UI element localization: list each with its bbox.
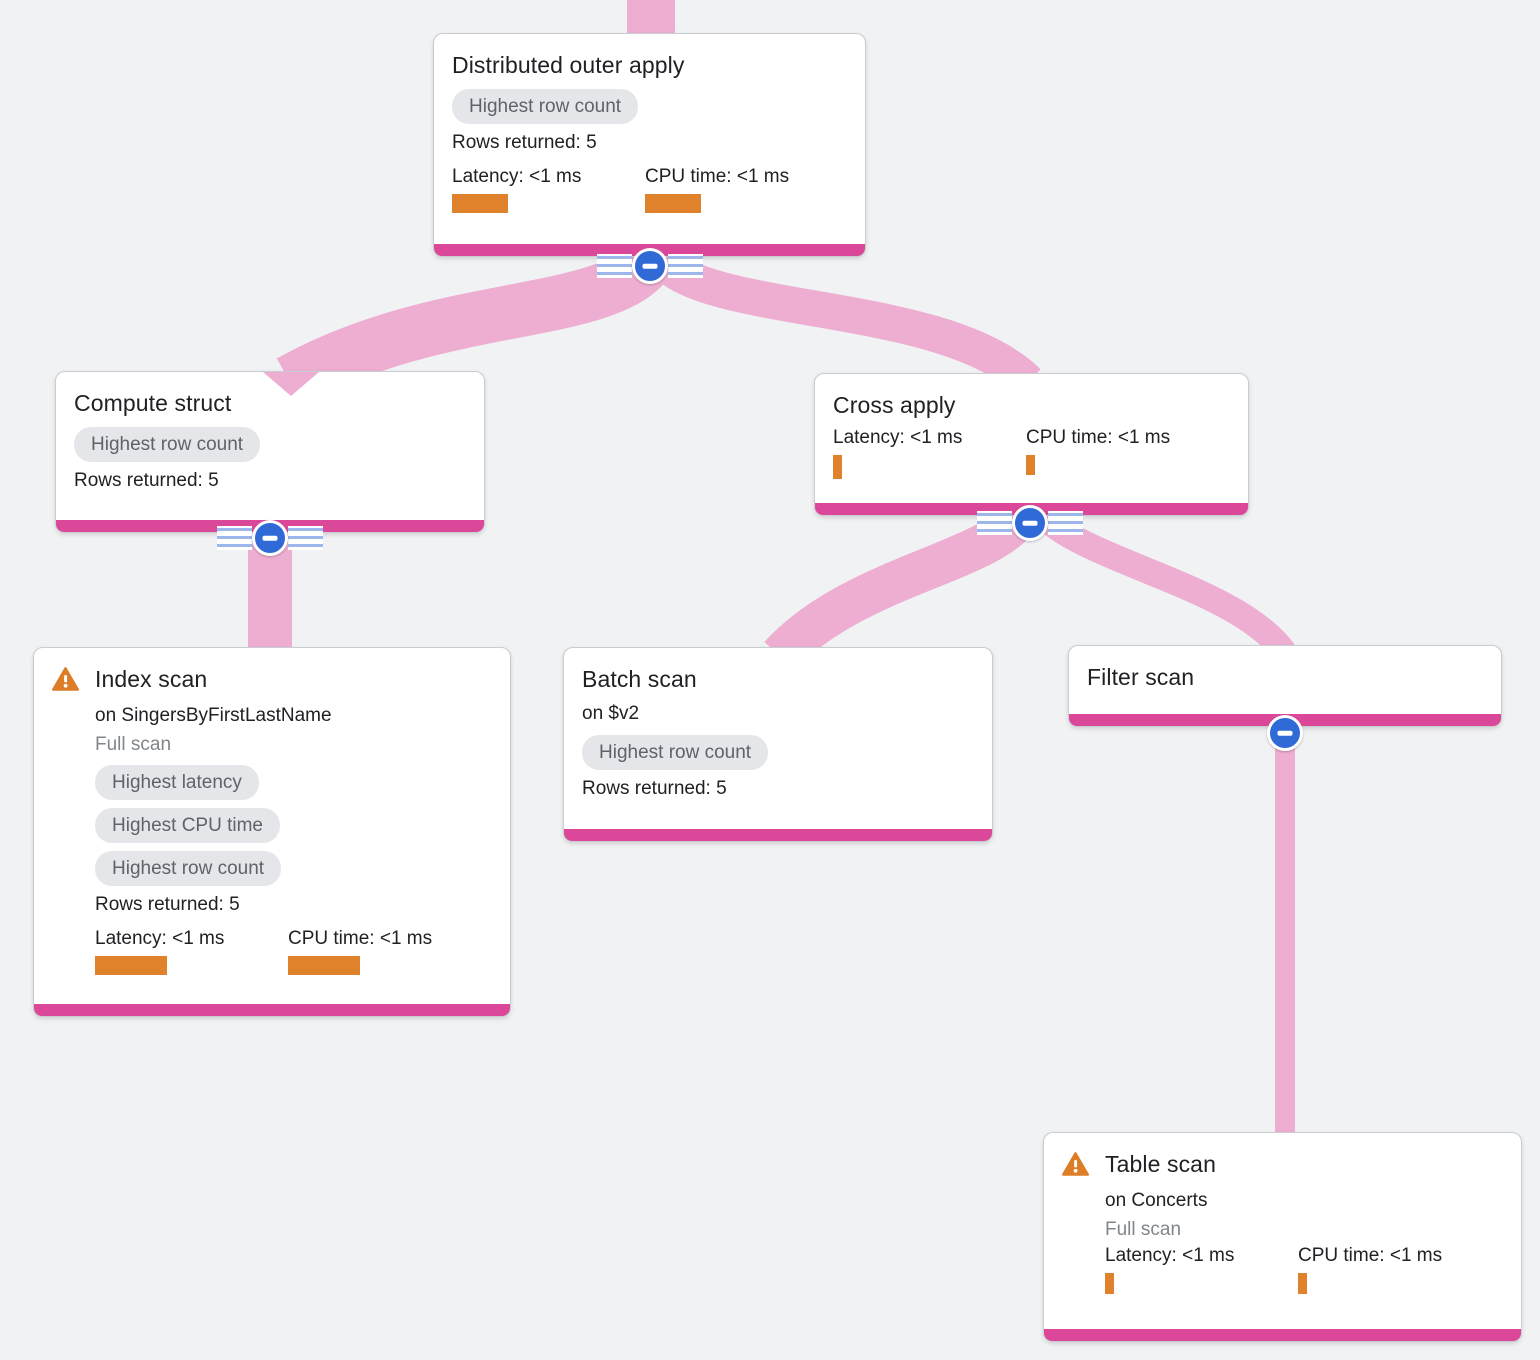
node-accent-bar <box>1044 1329 1521 1341</box>
cpu-time-label: CPU time: <1 ms <box>645 166 790 187</box>
collapse-minus-icon[interactable] <box>632 248 668 284</box>
collapse-minus-icon[interactable] <box>1267 715 1303 751</box>
node-cross-apply[interactable]: Cross apply Latency: <1 ms CPU time: <1 … <box>814 373 1249 516</box>
latency-label: Latency: <1 ms <box>833 427 963 448</box>
warning-icon <box>1062 1152 1089 1177</box>
cpu-time-label: CPU time: <1 ms <box>288 928 433 949</box>
sibling-stripes-icon <box>217 526 252 550</box>
node-accent-bar <box>564 829 992 841</box>
warning-icon <box>52 667 79 692</box>
cpu-time-bar <box>1026 455 1035 475</box>
node-table-scan[interactable]: Table scan on Concerts Full scan Latency… <box>1043 1132 1522 1342</box>
badge-highest-latency: Highest latency <box>95 765 259 800</box>
latency-label: Latency: <1 ms <box>452 166 582 187</box>
node-distributed-outer-apply[interactable]: Distributed outer apply Highest row coun… <box>433 33 866 257</box>
node-title: Distributed outer apply <box>452 52 685 78</box>
badge-highest-cpu-time: Highest CPU time <box>95 808 280 843</box>
rows-returned-label: Rows returned: 5 <box>74 470 219 491</box>
collapse-button-filter-scan[interactable] <box>1267 715 1303 751</box>
sibling-stripes-icon <box>1048 511 1083 535</box>
node-accent-bar <box>34 1004 510 1016</box>
edge-distributed-outer-apply-to-cross-apply <box>648 247 1041 396</box>
collapse-button-cross-apply[interactable] <box>977 505 1083 541</box>
latency-bar <box>1105 1273 1114 1294</box>
latency-label: Latency: <1 ms <box>1105 1245 1235 1266</box>
rows-returned-label: Rows returned: 5 <box>452 132 597 153</box>
node-filter-scan[interactable]: Filter scan <box>1068 645 1502 727</box>
latency-bar <box>833 455 842 479</box>
collapse-button-compute-struct[interactable] <box>217 520 323 556</box>
rows-returned-label: Rows returned: 5 <box>95 894 240 915</box>
badge-highest-row-count: Highest row count <box>74 427 261 462</box>
node-title: Batch scan <box>582 666 697 692</box>
latency-label: Latency: <1 ms <box>95 928 225 949</box>
node-title: Cross apply <box>833 392 956 418</box>
rows-returned-label: Rows returned: 5 <box>582 778 727 799</box>
latency-bar <box>95 956 167 975</box>
badge-highest-row-count: Highest row count <box>582 735 769 770</box>
sibling-stripes-icon <box>977 511 1012 535</box>
scan-mode-label: Full scan <box>1105 1219 1182 1240</box>
cpu-time-bar <box>288 956 360 975</box>
edge-arrow-tip <box>263 372 319 396</box>
sibling-stripes-icon <box>597 254 632 278</box>
cpu-time-label: CPU time: <1 ms <box>1298 1245 1443 1266</box>
node-compute-struct[interactable]: Compute struct Highest row count Rows re… <box>55 371 485 533</box>
node-index-scan[interactable]: Index scan on SingersByFirstLastName Ful… <box>33 647 511 1017</box>
sibling-stripes-icon <box>668 254 703 278</box>
node-title: Compute struct <box>74 390 232 416</box>
cpu-time-label: CPU time: <1 ms <box>1026 427 1171 448</box>
collapse-minus-icon[interactable] <box>1012 505 1048 541</box>
node-title: Filter scan <box>1087 664 1195 690</box>
badge-highest-row-count: Highest row count <box>95 851 282 886</box>
edge-distributed-outer-apply-to-compute-struct <box>276 241 673 406</box>
node-title: Table scan <box>1105 1151 1216 1177</box>
node-title: Index scan <box>95 666 208 692</box>
badge-highest-row-count: Highest row count <box>452 89 639 124</box>
collapse-minus-icon[interactable] <box>252 520 288 556</box>
collapse-button-distributed-outer-apply[interactable] <box>597 248 703 284</box>
scan-mode-label: Full scan <box>95 734 172 755</box>
sibling-stripes-icon <box>288 526 323 550</box>
node-batch-scan[interactable]: Batch scan on $v2 Highest row count Rows… <box>563 647 993 842</box>
cpu-time-bar <box>1298 1273 1307 1294</box>
node-subtitle: on Concerts <box>1105 1190 1208 1211</box>
cpu-time-bar <box>645 194 701 213</box>
latency-bar <box>452 194 508 213</box>
node-subtitle: on $v2 <box>582 703 640 724</box>
node-subtitle: on SingersByFirstLastName <box>95 705 332 726</box>
